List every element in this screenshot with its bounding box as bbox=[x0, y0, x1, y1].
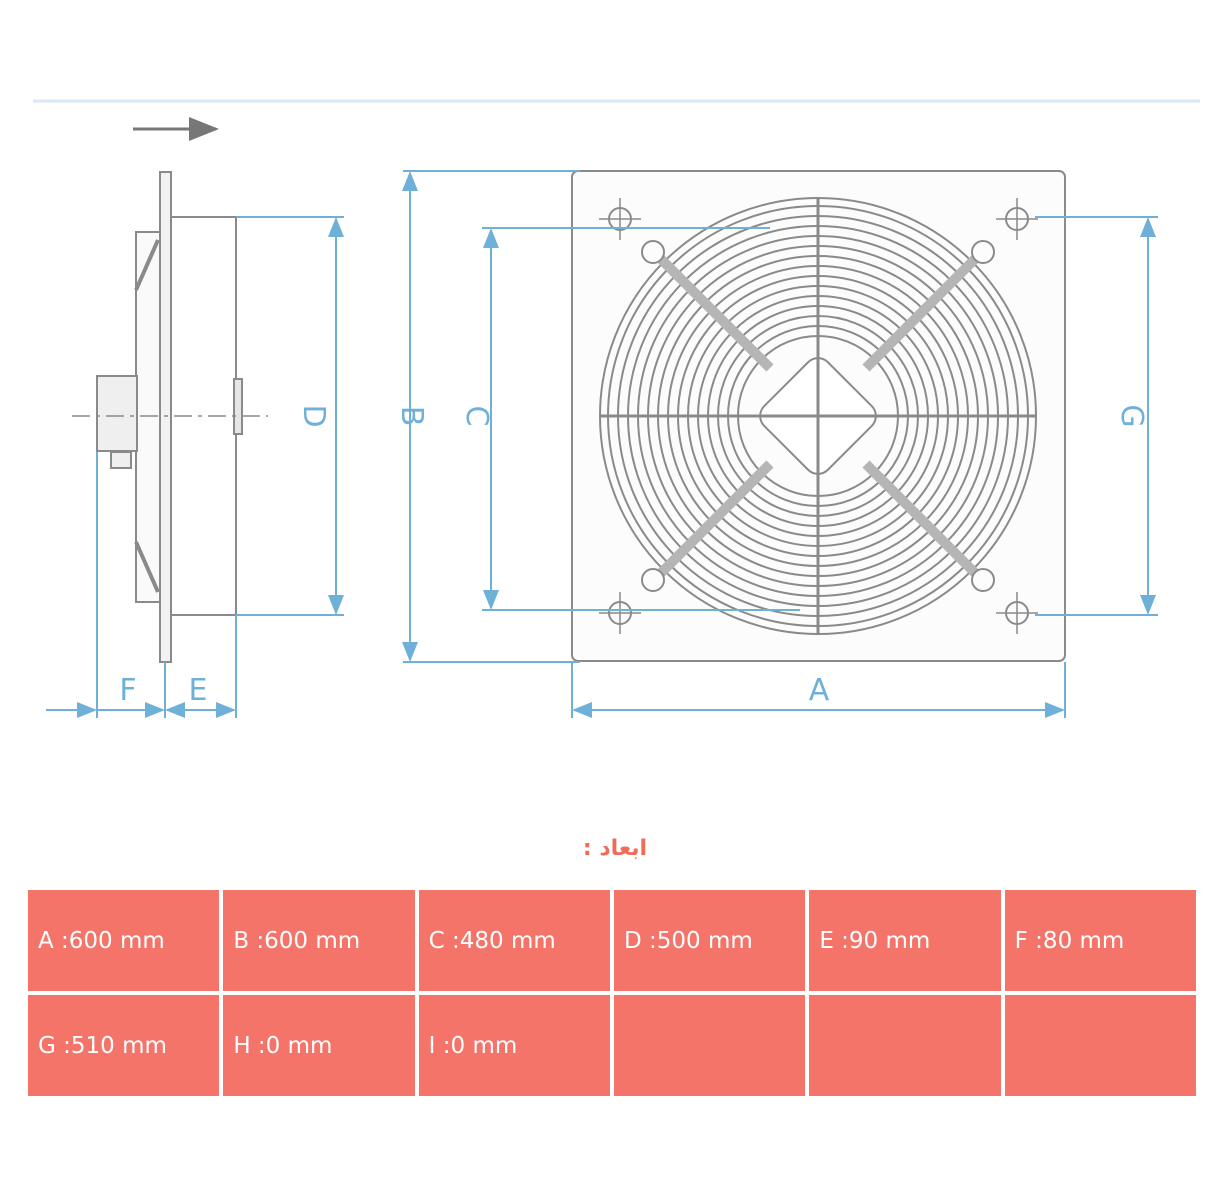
table-row: G :510 mm H :0 mm I :0 mm bbox=[28, 995, 1196, 1096]
dimensions-title: ابعاد : bbox=[582, 836, 648, 861]
dim-label-c: C bbox=[459, 406, 494, 427]
dimensions-table: A :600 mm B :600 mm C :480 mm D :500 mm … bbox=[24, 886, 1200, 1100]
fan-technical-drawing: A F E B C D G bbox=[33, 99, 1200, 718]
dim-label-e: E bbox=[189, 673, 208, 708]
dim-label-g: G bbox=[1114, 404, 1149, 427]
dim-label-d: D bbox=[296, 404, 331, 427]
table-cell: B :600 mm bbox=[223, 890, 415, 991]
table-cell: A :600 mm bbox=[28, 890, 220, 991]
table-cell: D :500 mm bbox=[613, 890, 806, 991]
side-view bbox=[72, 171, 268, 663]
table-cell: G :510 mm bbox=[28, 995, 220, 1096]
table-cell: I :0 mm bbox=[418, 995, 610, 1096]
front-view bbox=[571, 170, 1066, 662]
table-cell bbox=[613, 995, 806, 1096]
dim-label-a: A bbox=[809, 673, 830, 708]
table-cell: C :480 mm bbox=[418, 890, 610, 991]
table-cell: E :90 mm bbox=[809, 890, 1001, 991]
table-cell bbox=[809, 995, 1001, 1096]
table-row: A :600 mm B :600 mm C :480 mm D :500 mm … bbox=[28, 890, 1196, 991]
dim-label-f: F bbox=[119, 673, 136, 708]
table-cell bbox=[1004, 995, 1196, 1096]
dim-label-b: B bbox=[394, 406, 429, 427]
table-cell: F :80 mm bbox=[1004, 890, 1196, 991]
table-cell: H :0 mm bbox=[223, 995, 415, 1096]
